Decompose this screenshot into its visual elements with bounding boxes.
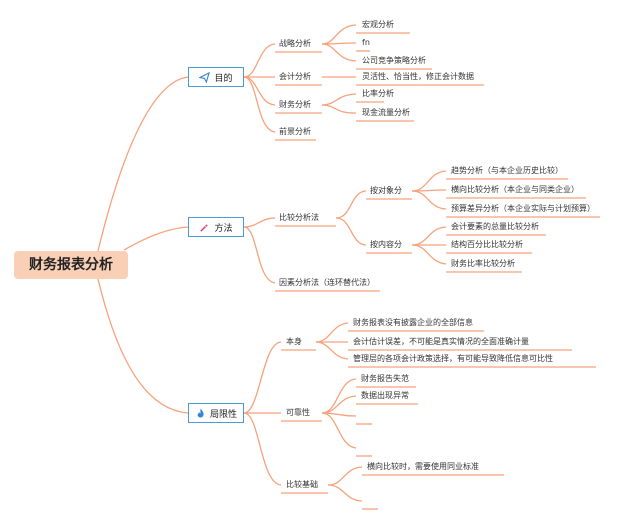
connector-root-method <box>123 226 189 251</box>
category-label: 目的 <box>214 73 233 84</box>
leaf-trend-analysis[interactable]: 趋势分析（与本企业历史比较） <box>451 166 563 175</box>
connector-root-purpose <box>97 76 189 252</box>
node-financial-analysis[interactable]: 财务分析 <box>279 100 311 109</box>
category-purpose[interactable]: 目的 <box>188 67 244 87</box>
leaf-ratio-comparison[interactable]: 财务比率比较分析 <box>451 259 515 268</box>
leaf-fn[interactable]: fn <box>362 38 370 47</box>
node-comparison-method[interactable]: 比较分析法 <box>279 213 319 222</box>
root-node[interactable]: 财务报表分析 <box>14 251 128 279</box>
leaf-industry-standard[interactable]: 横向比较时，需要使用同业标准 <box>367 462 479 471</box>
leaf-structure-percentage[interactable]: 结构百分比比较分析 <box>451 240 523 249</box>
leaf-ratio-analysis[interactable]: 比率分析 <box>362 89 394 98</box>
leaf-horizontal-comparison[interactable]: 横向比较分析（本企业与同类企业） <box>451 185 579 194</box>
node-by-content[interactable]: 按内容分 <box>370 240 402 249</box>
node-itself[interactable]: 本身 <box>286 337 302 346</box>
leaf-policy-choice[interactable]: 管理层的各项会计政策选择，有可能导致降低信息可比性 <box>353 354 553 363</box>
node-comparison-basis[interactable]: 比较基础 <box>286 480 318 489</box>
leaf-incomplete-disclosure[interactable]: 财务报表没有披露企业的全部信息 <box>353 318 473 327</box>
leaf-budget-variance[interactable]: 预算差异分析（本企业实际与计划预算） <box>451 204 595 213</box>
leaf-estimation-error[interactable]: 会计估计误差，不可能是真实情况的全面准确计量 <box>353 337 529 346</box>
category-label: 方法 <box>214 223 233 234</box>
node-reliability[interactable]: 可靠性 <box>286 408 310 417</box>
leaf-total-comparison[interactable]: 会计要素的总量比较分析 <box>451 222 539 231</box>
paper-plane-icon <box>199 71 211 83</box>
flame-icon <box>197 408 204 418</box>
node-strategy-analysis[interactable]: 战略分析 <box>279 39 311 48</box>
leaf-macro-analysis[interactable]: 宏观分析 <box>362 20 394 29</box>
leaf-data-anomaly[interactable]: 数据出现异常 <box>361 391 409 400</box>
category-limitation[interactable]: 局限性 <box>188 403 244 423</box>
node-factor-analysis[interactable]: 因素分析法（连环替代法） <box>279 278 375 287</box>
node-by-object[interactable]: 按对象分 <box>370 186 402 195</box>
connector-root-limitation <box>97 278 189 414</box>
node-prospect-analysis[interactable]: 前景分析 <box>279 127 311 136</box>
category-label: 局限性 <box>209 409 237 420</box>
leaf-accounting-data[interactable]: 灵活性、恰当性，修正会计数据 <box>362 72 474 81</box>
node-accounting-analysis[interactable]: 会计分析 <box>279 72 311 81</box>
leaf-competitive-strategy[interactable]: 公司竞争策略分析 <box>362 56 426 65</box>
category-method[interactable]: 方法 <box>188 217 244 237</box>
sparkle-icon <box>200 223 209 232</box>
leaf-report-irregularity[interactable]: 财务报告失范 <box>361 374 409 383</box>
leaf-cashflow-analysis[interactable]: 现金流量分析 <box>362 108 410 117</box>
